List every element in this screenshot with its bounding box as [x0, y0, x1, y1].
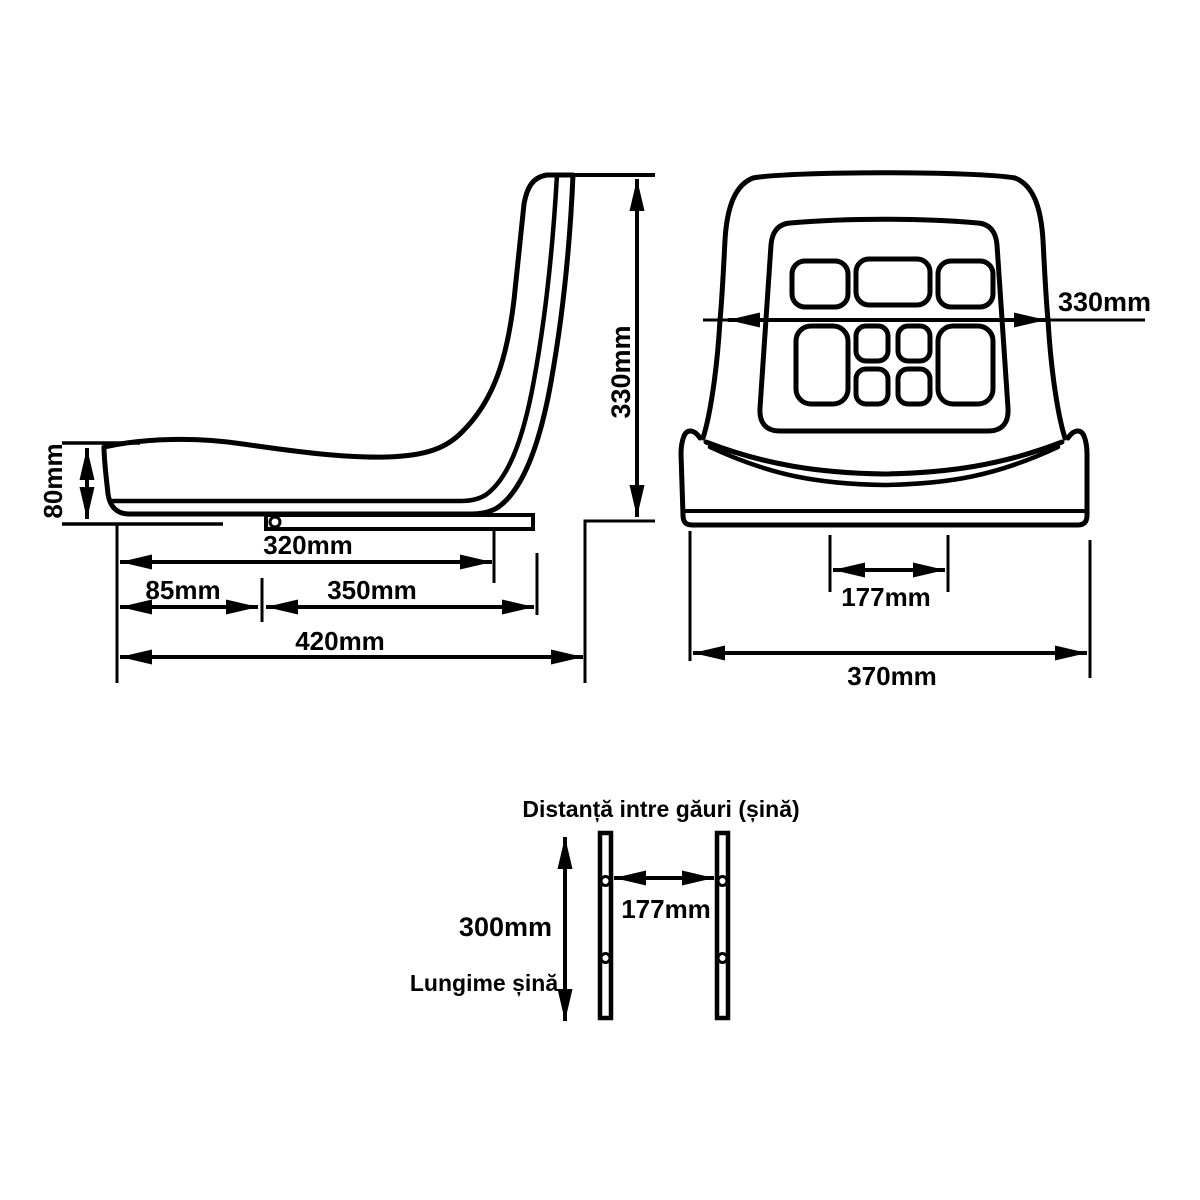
pad-small-3: [853, 366, 891, 407]
rail-hole-right-bottom: [716, 952, 729, 964]
dim-320: 320mm: [120, 530, 492, 570]
mounting-rail-left: [597, 830, 614, 1021]
dim-177-front: 177mm: [828, 535, 950, 612]
rail-spacing-diagram: Distanță intre găuri (șină) 300mm Lungim…: [410, 796, 800, 1021]
dim-330-side: 330mm: [573, 173, 655, 683]
dim-350-label: 350mm: [327, 575, 417, 605]
seat-smile-curve-upper: [703, 439, 1065, 477]
pad-top-right: [935, 258, 996, 310]
dim-350: 350mm: [266, 575, 534, 615]
seat-base-outline: [678, 428, 1090, 528]
rail-hole-left-top: [599, 875, 612, 887]
seat-slide-rail-side: [264, 513, 535, 531]
seat-smile-curve-lower: [707, 444, 1061, 488]
rail-hole-left-bottom: [599, 952, 612, 964]
dim-177-rails-label: 177mm: [621, 894, 711, 924]
dim-320-label: 320mm: [263, 530, 353, 560]
dim-177-front-label: 177mm: [841, 582, 931, 612]
rail-hole-right-top: [716, 875, 729, 887]
dim-300: 300mm Lungime șină: [410, 837, 573, 1021]
backrest-stitch-border: [757, 216, 1011, 434]
seat-side-outline: [101, 172, 576, 517]
pad-small-4: [895, 366, 933, 407]
dim-85: 85mm: [120, 575, 258, 615]
dim-420-label: 420mm: [295, 626, 385, 656]
dim-177-rails: 177mm: [614, 870, 714, 924]
pad-top-left: [789, 258, 851, 310]
dim-370: 370mm: [688, 531, 1092, 691]
rail-diagram-title: Distanță intre găuri (șină): [522, 796, 799, 823]
dim-chain-bottom: 320mm 85mm 350mm 420mm: [115, 524, 583, 683]
dim-370-label: 370mm: [847, 661, 937, 691]
mounting-rail-right: [714, 830, 731, 1021]
dim-330-side-label: 330mm: [606, 325, 636, 418]
pad-top-middle: [853, 256, 933, 308]
dim-80-label: 80mm: [38, 443, 68, 518]
seat-side-inner-line: [110, 172, 560, 504]
rail-length-label: Lungime șină: [410, 970, 558, 997]
dim-80: 80mm: [38, 441, 223, 526]
dim-420: 420mm: [120, 626, 583, 665]
dim-330-front: 330mm: [703, 287, 1151, 328]
side-view: 80mm 330mm 320mm 85mm 350m: [38, 172, 655, 683]
rail-pivot-hole: [268, 515, 282, 529]
dim-330-front-label: 330mm: [1058, 287, 1151, 317]
dim-300-label: 300mm: [459, 912, 552, 942]
dim-85-label: 85mm: [145, 575, 220, 605]
front-view: 330mm 177mm 370mm: [678, 170, 1151, 691]
